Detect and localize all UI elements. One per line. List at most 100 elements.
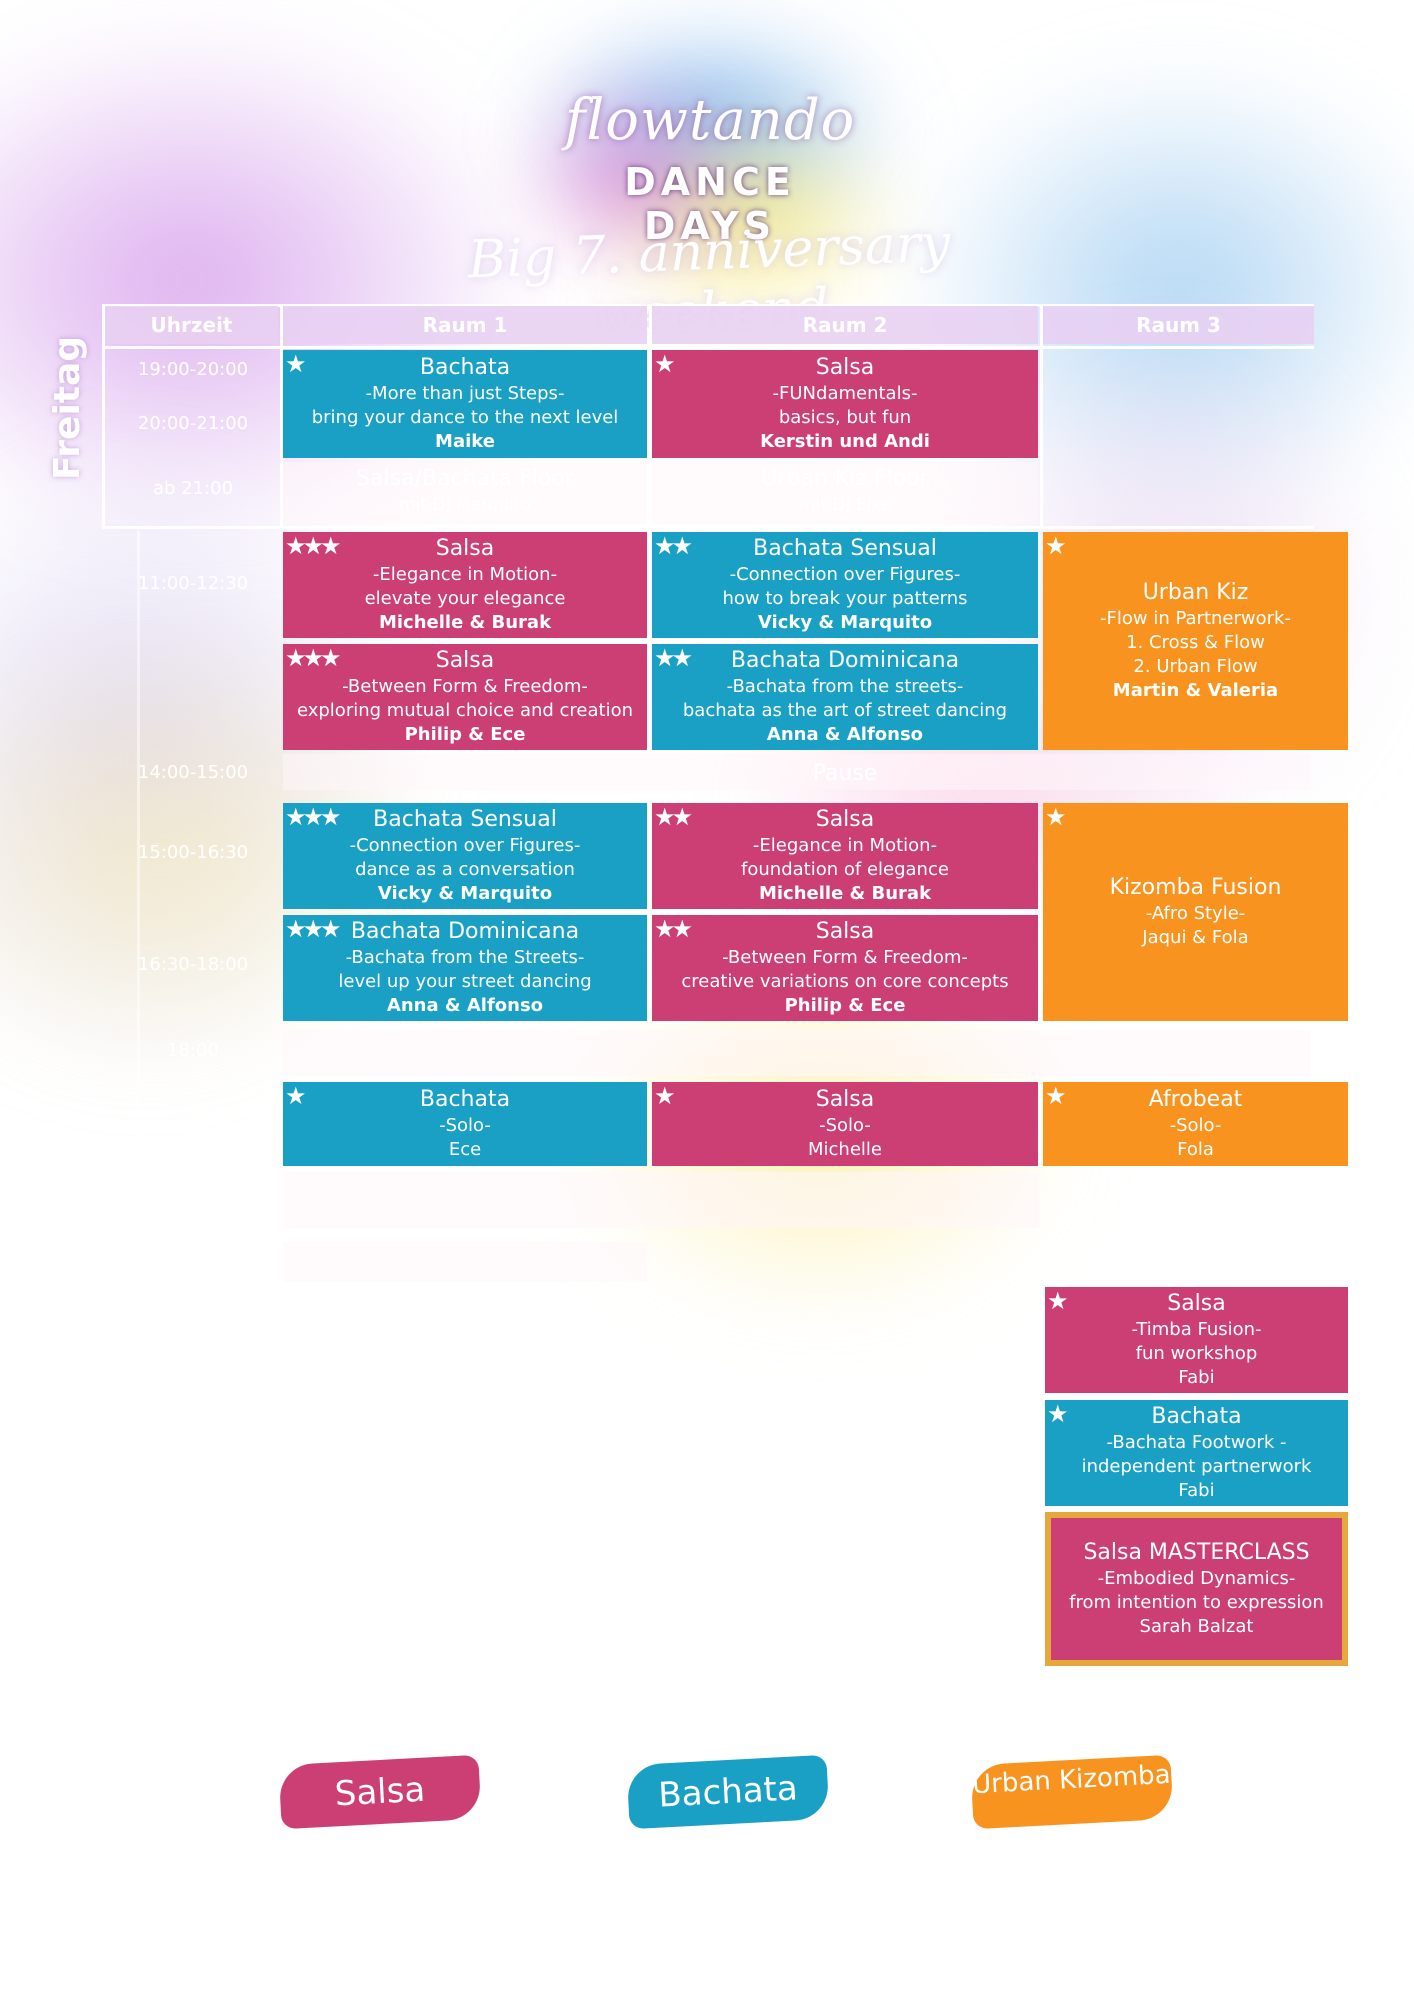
brand-logo-title: DANCE DAYS: [624, 160, 796, 248]
class-box[interactable]: ★ Urban Kiz -Flow in Partnerwork- 1. Cro…: [1043, 532, 1348, 750]
class-style: Bachata: [1151, 1404, 1242, 1429]
legend-bachata: Bachata: [626, 1754, 830, 1830]
level-stars: ★★★: [285, 803, 342, 831]
class-box[interactable]: ★ Bachata -More than just Steps- bring y…: [283, 350, 647, 458]
class-style: Bachata Sensual: [373, 807, 557, 832]
masterclass-box[interactable]: Salsa MASTERCLASS -Embodied Dynamics- fr…: [1045, 1512, 1348, 1666]
class-title: -FUNdamentals-: [772, 383, 918, 404]
level-stars: ★: [1047, 1287, 1068, 1315]
class-style: Salsa: [815, 355, 875, 380]
table-border-saturday: [137, 530, 140, 1230]
class-description: dance as a conversation: [355, 859, 575, 880]
time-slot: 16:30-18:00: [137, 954, 249, 975]
level-stars: ★: [1045, 803, 1066, 831]
class-box[interactable]: ★★★ Salsa -Between Form & Freedom- explo…: [283, 644, 647, 750]
class-teachers: Kerstin und Andi: [760, 431, 930, 452]
class-teachers: Fabi: [1178, 1367, 1215, 1388]
class-box[interactable]: ★★★ Salsa -Elegance in Motion- elevate y…: [283, 532, 647, 638]
class-teachers: Martin & Valeria: [1112, 680, 1279, 701]
time-slot: 20:00-21:00: [137, 413, 249, 434]
level-stars: ★★: [654, 803, 693, 831]
class-title: -Bachata from the streets-: [726, 676, 964, 697]
table-border-friday: [102, 526, 1314, 529]
level-stars: ★: [285, 1082, 306, 1110]
level-stars: ★: [654, 1082, 675, 1110]
time-slot: 14:00-15:00: [137, 762, 249, 783]
class-style: Bachata Dominicana: [730, 648, 960, 673]
floor-cell: [283, 462, 647, 524]
floor-dj: mit DJ Eike: [798, 495, 892, 515]
party-floor-urban-kiz: Urban Kiz Floor mit DJ Eike: [652, 466, 1038, 515]
class-title: -Bachata from the Streets-: [345, 947, 585, 968]
class-title: -More than just Steps-: [365, 383, 565, 404]
class-description: Fola: [1177, 1139, 1214, 1160]
class-style: Bachata: [419, 1087, 511, 1112]
class-box[interactable]: ★ Bachata -Bachata Footwork - independen…: [1045, 1400, 1348, 1506]
level-stars: ★: [1045, 1082, 1066, 1110]
class-description: how to break your patterns: [722, 588, 968, 609]
class-box[interactable]: ★★ Bachata Dominicana -Bachata from the …: [652, 644, 1038, 750]
class-description: 1. Cross & Flow: [1126, 632, 1265, 653]
class-box[interactable]: ★ Salsa -Solo- Michelle: [652, 1082, 1038, 1166]
class-teachers: Philip & Ece: [404, 724, 526, 745]
brand-logo-script: flowtando: [564, 88, 856, 153]
table-divider-1: [280, 304, 283, 528]
header-time: Uhrzeit: [105, 306, 278, 344]
class-title: -Solo-: [819, 1115, 871, 1136]
floor-cell: [652, 462, 1038, 524]
pause-label: Pause: [812, 761, 878, 786]
class-style: Salsa MASTERCLASS: [1083, 1540, 1310, 1565]
class-title: -Connection over Figures-: [349, 835, 581, 856]
table-border-left: [102, 304, 105, 528]
class-style: Salsa: [815, 919, 875, 944]
class-title: -Afro Style-: [1145, 903, 1246, 924]
break-strip: [283, 1172, 1039, 1228]
class-title: -Timba Fusion-: [1131, 1319, 1262, 1340]
class-box[interactable]: ★★ Salsa -Between Form & Freedom- creati…: [652, 915, 1038, 1021]
class-title: -Solo-: [439, 1115, 491, 1136]
class-box[interactable]: ★★★ Bachata Sensual -Connection over Fig…: [283, 803, 647, 909]
level-stars: ★: [285, 350, 306, 378]
class-teachers: Anna & Alfonso: [386, 995, 544, 1016]
class-box[interactable]: ★ Salsa -Timba Fusion- fun workshop Fabi: [1045, 1287, 1348, 1393]
level-stars: ★★★: [285, 915, 342, 943]
class-description: fun workshop: [1135, 1343, 1258, 1364]
class-title: -Elegance in Motion-: [752, 835, 938, 856]
class-style: Bachata Sensual: [753, 536, 937, 561]
class-style: Bachata: [419, 355, 511, 380]
class-box[interactable]: ★ Salsa -FUNdamentals- basics, but fun K…: [652, 350, 1038, 458]
table-border-top: [102, 304, 1314, 307]
break-strip: [283, 1242, 647, 1282]
pause-strip: [283, 754, 1311, 790]
break-strip: [283, 1030, 1311, 1076]
class-description: bachata as the art of street dancing: [682, 700, 1008, 721]
class-box[interactable]: ★★★ Bachata Dominicana -Bachata from the…: [283, 915, 647, 1021]
class-style: Salsa: [1167, 1291, 1226, 1316]
class-box[interactable]: ★★ Bachata Sensual -Connection over Figu…: [652, 532, 1038, 638]
class-description: Jaqui & Fola: [1142, 927, 1249, 948]
class-description: elevate your elegance: [364, 588, 566, 609]
class-style: Afrobeat: [1148, 1087, 1243, 1112]
class-style: Salsa: [435, 536, 495, 561]
class-title: -Bachata Footwork -: [1106, 1432, 1287, 1453]
class-style: Kizomba Fusion: [1109, 875, 1282, 900]
level-stars: ★★★: [285, 532, 342, 560]
class-description: basics, but fun: [778, 407, 912, 428]
level-stars: ★: [654, 350, 675, 378]
party-floor-salsa-bachata: Salsa/Bachata Floor mit DJ Marquito: [283, 466, 647, 515]
class-box[interactable]: ★ Kizomba Fusion -Afro Style- Jaqui & Fo…: [1043, 803, 1348, 1021]
class-description: from intention to expression: [1069, 1592, 1324, 1613]
time-slot: 18:00: [167, 1040, 219, 1061]
class-title: -Embodied Dynamics-: [1097, 1568, 1296, 1589]
class-box[interactable]: ★ Afrobeat -Solo- Fola: [1043, 1082, 1348, 1166]
class-title: -Solo-: [1169, 1115, 1222, 1136]
class-description: bring your dance to the next level: [311, 407, 619, 428]
class-teachers: Maike: [435, 431, 495, 452]
time-slot: 15:00-16:30: [137, 842, 249, 863]
class-box[interactable]: ★★ Salsa -Elegance in Motion- foundation…: [652, 803, 1038, 909]
table-divider-2: [649, 304, 652, 528]
class-teachers: Michelle & Burak: [378, 612, 552, 633]
level-stars: ★★★: [285, 644, 342, 672]
legend-salsa: Salsa: [278, 1754, 482, 1830]
class-box[interactable]: ★ Bachata -Solo- Ece: [283, 1082, 647, 1166]
